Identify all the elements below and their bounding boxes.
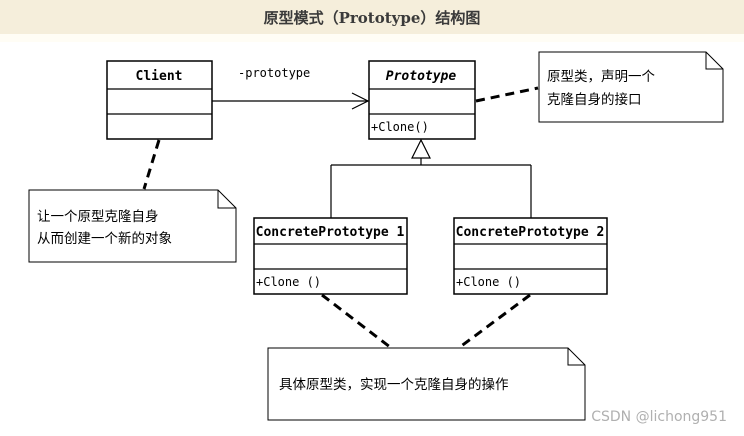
client-note: 让一个原型克隆自身 从而创建一个新的对象: [28, 189, 237, 263]
concrete2-note-anchor: [459, 293, 531, 349]
client-note-line2: 从而创建一个新的对象: [37, 231, 172, 247]
csdn-watermark: CSDN @lichong951: [591, 409, 727, 425]
concrete-note: 具体原型类，实现一个克隆自身的操作: [267, 347, 586, 421]
concrete-note-fold: [567, 348, 585, 366]
concrete1-note-anchor: [321, 293, 391, 349]
concrete2-clone-op: +Clone (): [456, 275, 521, 289]
association-label: -prototype: [238, 66, 310, 80]
association-client-prototype: -prototype: [212, 66, 370, 110]
association-arrowhead: [351, 92, 370, 110]
generalization: [330, 138, 532, 218]
concrete2-class-name: ConcretePrototype 2: [456, 225, 605, 240]
prototype-note-line1: 原型类，声明一个: [547, 69, 655, 85]
prototype-note-anchor: [475, 86, 539, 103]
prototype-class: Prototype +Clone(): [368, 60, 476, 140]
concrete-note-box: [267, 347, 586, 421]
prototype-clone-op: +Clone(): [371, 120, 429, 134]
prototype-class-box: [368, 60, 476, 140]
diagram-title: 原型模式（Prototype）结构图: [263, 8, 481, 27]
client-class-box: [106, 60, 213, 140]
generalization-triangle: [411, 138, 431, 159]
diagram-title-bar: 原型模式（Prototype）结构图: [0, 0, 744, 34]
prototype-note-fold: [705, 52, 723, 70]
concrete2-class-box: [453, 217, 608, 295]
prototype-note-box: [538, 51, 724, 123]
prototype-note: 原型类，声明一个 克隆自身的接口: [538, 51, 724, 123]
concrete1-class-name: ConcretePrototype 1: [256, 225, 405, 240]
client-note-line1: 让一个原型克隆自身: [37, 209, 159, 225]
concrete-prototype-2-class: ConcretePrototype 2 +Clone (): [453, 217, 608, 295]
concrete-note-line1: 具体原型类，实现一个克隆自身的操作: [279, 377, 509, 393]
concrete-prototype-1-class: ConcretePrototype 1 +Clone (): [253, 217, 408, 295]
client-note-fold: [217, 190, 236, 209]
client-class-name: Client: [136, 69, 183, 84]
concrete1-clone-op: +Clone (): [256, 275, 321, 289]
prototype-class-name: Prototype: [386, 69, 457, 84]
client-note-box: [28, 189, 237, 263]
prototype-note-line2: 克隆自身的接口: [547, 91, 642, 108]
client-class: Client: [106, 60, 213, 140]
client-note-anchor: [142, 139, 161, 190]
concrete1-class-box: [253, 217, 408, 295]
